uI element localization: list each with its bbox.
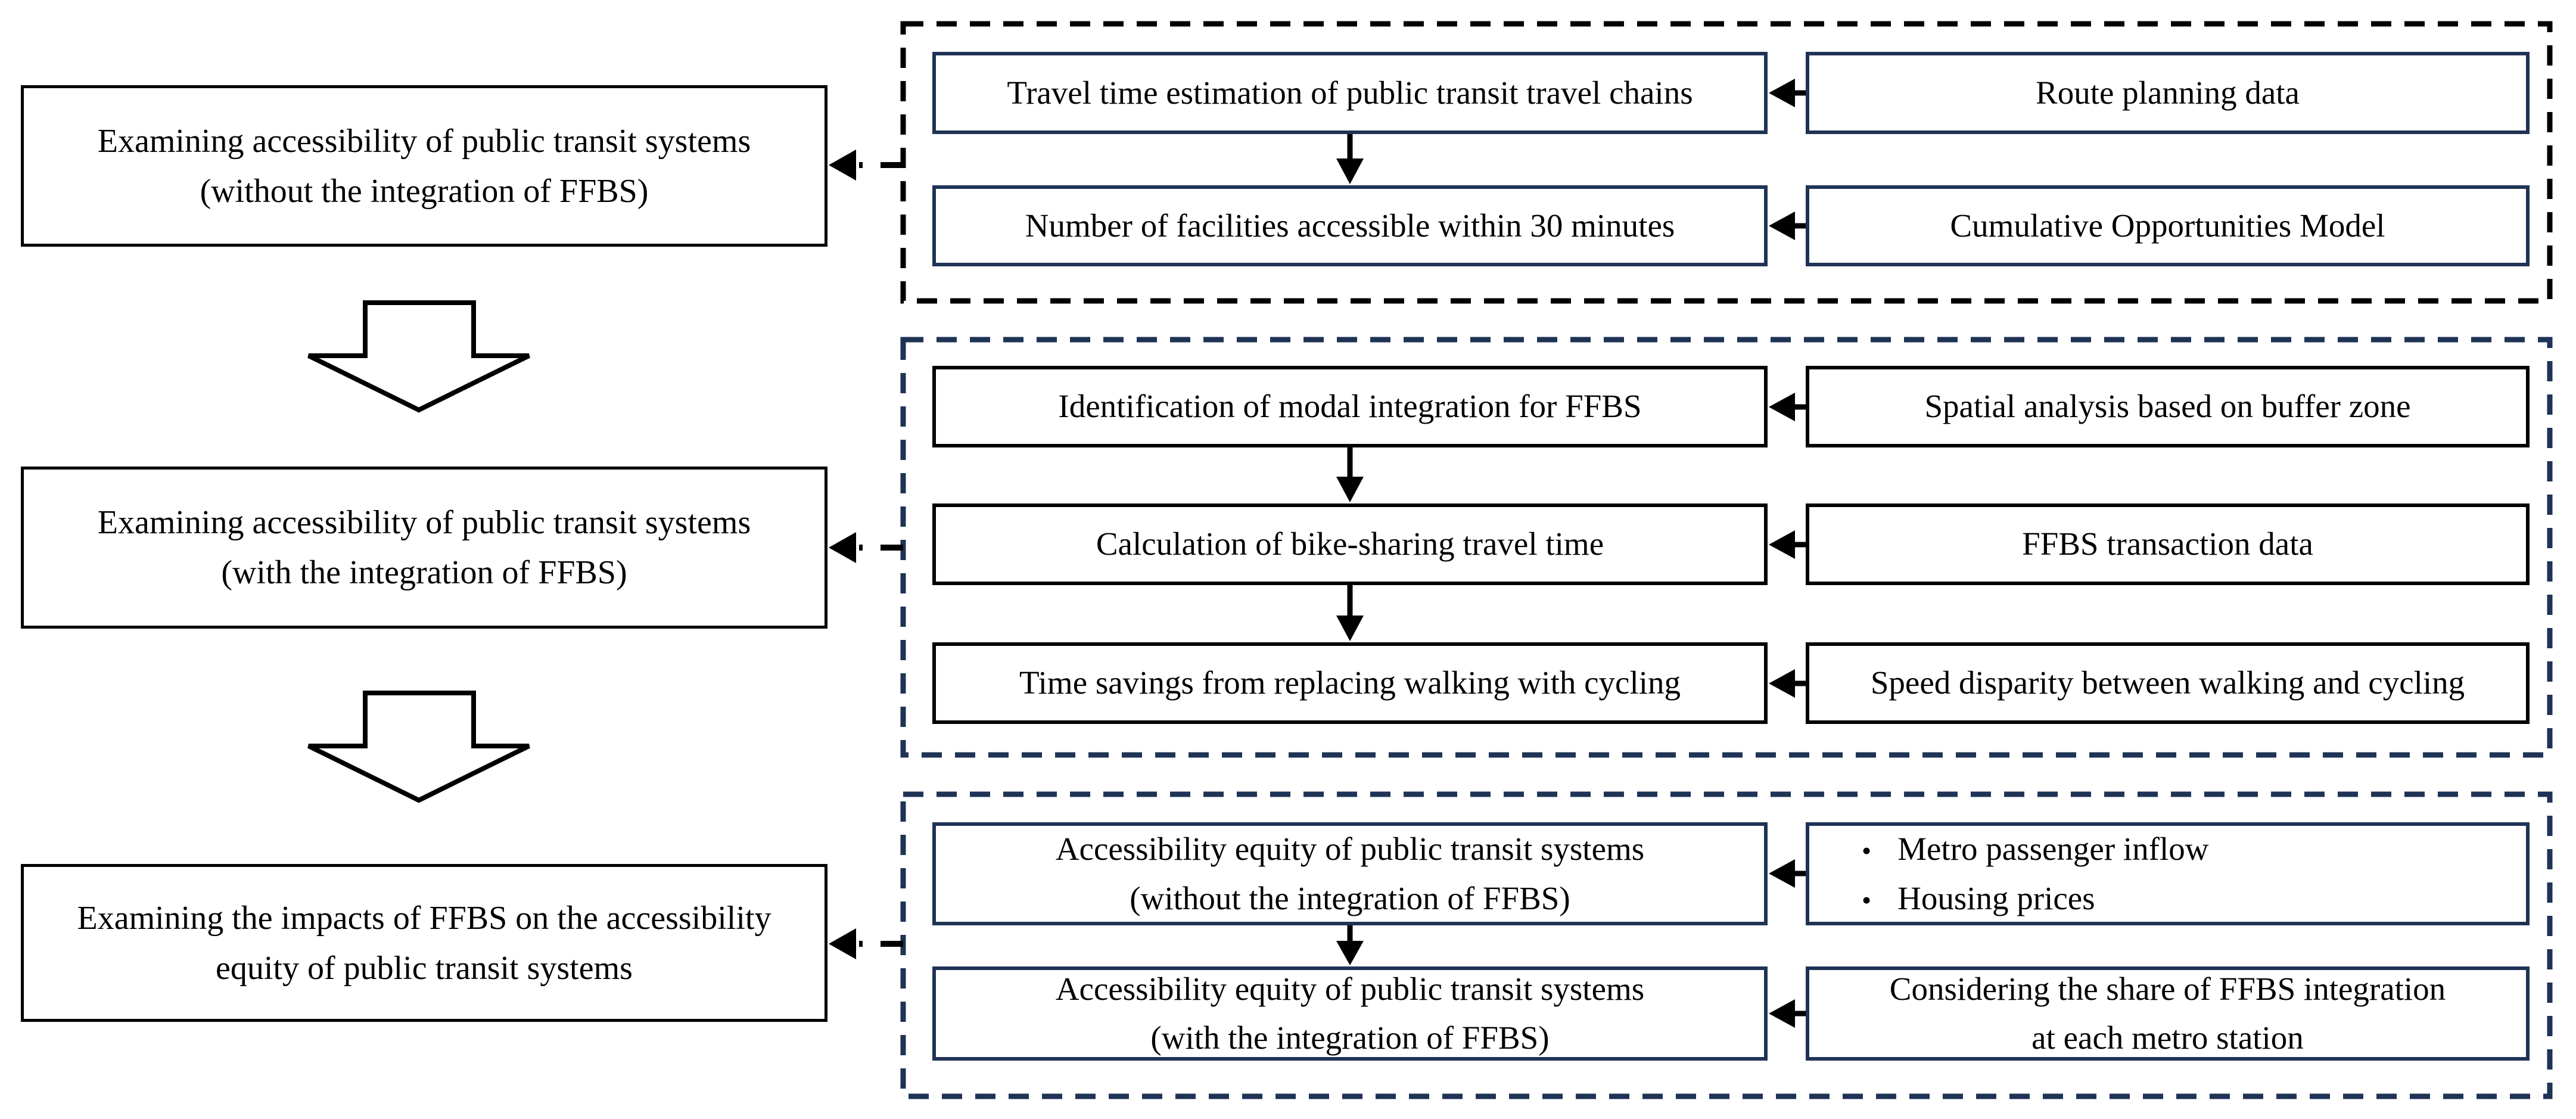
input-box-label: Considering the share of FFBS integratio… (1889, 970, 2446, 1056)
input-arrow-g2r1 (1769, 393, 1806, 421)
stage-box-label: Examining accessibility of public transi… (97, 122, 751, 210)
input-box-ffbs-integration-share: Considering the share of FFBS integratio… (1806, 966, 2530, 1061)
dashed-connector-arrow-phase2 (829, 532, 903, 563)
process-box-time-savings: Time savings from replacing walking with… (932, 642, 1768, 724)
process-box-label: Accessibility equity of public transit s… (1055, 831, 1645, 916)
bullet-icon: • (1862, 884, 1872, 915)
input-box-label: Route planning data (2036, 74, 2300, 111)
input-box-cumulative-opportunities-model: Cumulative Opportunities Model (1806, 185, 2530, 266)
input-box-speed-disparity: Speed disparity between walking and cycl… (1806, 642, 2530, 724)
input-box-label: FFBS transaction data (2022, 526, 2313, 562)
input-box-label: Cumulative Opportunities Model (1950, 207, 2385, 244)
stage-box-with-ffbs: Examining accessibility of public transi… (21, 467, 827, 629)
process-box-label: Accessibility equity of public transit s… (1055, 970, 1645, 1056)
stage-box-equity-impacts: Examining the impacts of FFBS on the acc… (21, 864, 827, 1022)
process-box-facilities-30min: Number of facilities accessible within 3… (932, 185, 1768, 266)
flow-arrow-g2b (1336, 585, 1364, 641)
input-box-label: Spatial analysis based on buffer zone (1924, 388, 2411, 425)
input-arrow-g1r2 (1769, 212, 1806, 240)
input-arrow-g2r3 (1769, 669, 1806, 698)
bullet-icon: • (1862, 835, 1872, 866)
flow-arrow-g1 (1336, 134, 1364, 184)
input-box-ffbs-transaction-data: FFBS transaction data (1806, 503, 2530, 585)
process-box-label: Time savings from replacing walking with… (1019, 664, 1681, 701)
input-box-route-planning-data: Route planning data (1806, 52, 2530, 134)
process-box-travel-time-estimation: Travel time estimation of public transit… (932, 52, 1768, 134)
flow-arrow-g2a (1336, 447, 1364, 502)
input-arrow-g3r2 (1769, 999, 1806, 1028)
input-box-label: Speed disparity between walking and cycl… (1870, 664, 2465, 701)
process-box-label: Calculation of bike-sharing travel time (1096, 526, 1604, 562)
process-box-label: Number of facilities accessible within 3… (1025, 207, 1675, 244)
bullet-item: • Housing prices (1862, 874, 2095, 924)
input-arrow-g2r2 (1769, 530, 1806, 559)
dashed-connector-arrow-phase1 (829, 150, 903, 181)
stage-box-without-ffbs: Examining accessibility of public transi… (21, 85, 827, 247)
stage-box-label: Examining the impacts of FFBS on the acc… (77, 899, 771, 987)
dashed-connector-arrow-phase3 (829, 928, 903, 959)
input-box-equity-indicators: • Metro passenger inflow • Housing price… (1806, 822, 2530, 925)
process-box-label: Identification of modal integration for … (1058, 388, 1642, 425)
process-box-modal-integration: Identification of modal integration for … (932, 366, 1768, 447)
bullet-item: • Metro passenger inflow (1862, 825, 2208, 874)
bullet-item-label: Housing prices (1897, 879, 2095, 916)
flow-arrow-g3 (1336, 925, 1364, 965)
input-arrow-g3r1 (1769, 859, 1806, 888)
down-block-arrow-2 (307, 691, 530, 803)
process-box-bike-sharing-travel-time: Calculation of bike-sharing travel time (932, 503, 1768, 585)
input-box-buffer-zone-analysis: Spatial analysis based on buffer zone (1806, 366, 2530, 447)
process-box-equity-without-ffbs: Accessibility equity of public transit s… (932, 822, 1768, 925)
down-block-arrow-1 (307, 300, 530, 413)
input-arrow-g1r1 (1769, 79, 1806, 107)
process-box-label: Travel time estimation of public transit… (1007, 74, 1693, 111)
stage-box-label: Examining accessibility of public transi… (97, 504, 751, 591)
bullet-item-label: Metro passenger inflow (1897, 831, 2209, 867)
process-box-equity-with-ffbs: Accessibility equity of public transit s… (932, 966, 1768, 1061)
